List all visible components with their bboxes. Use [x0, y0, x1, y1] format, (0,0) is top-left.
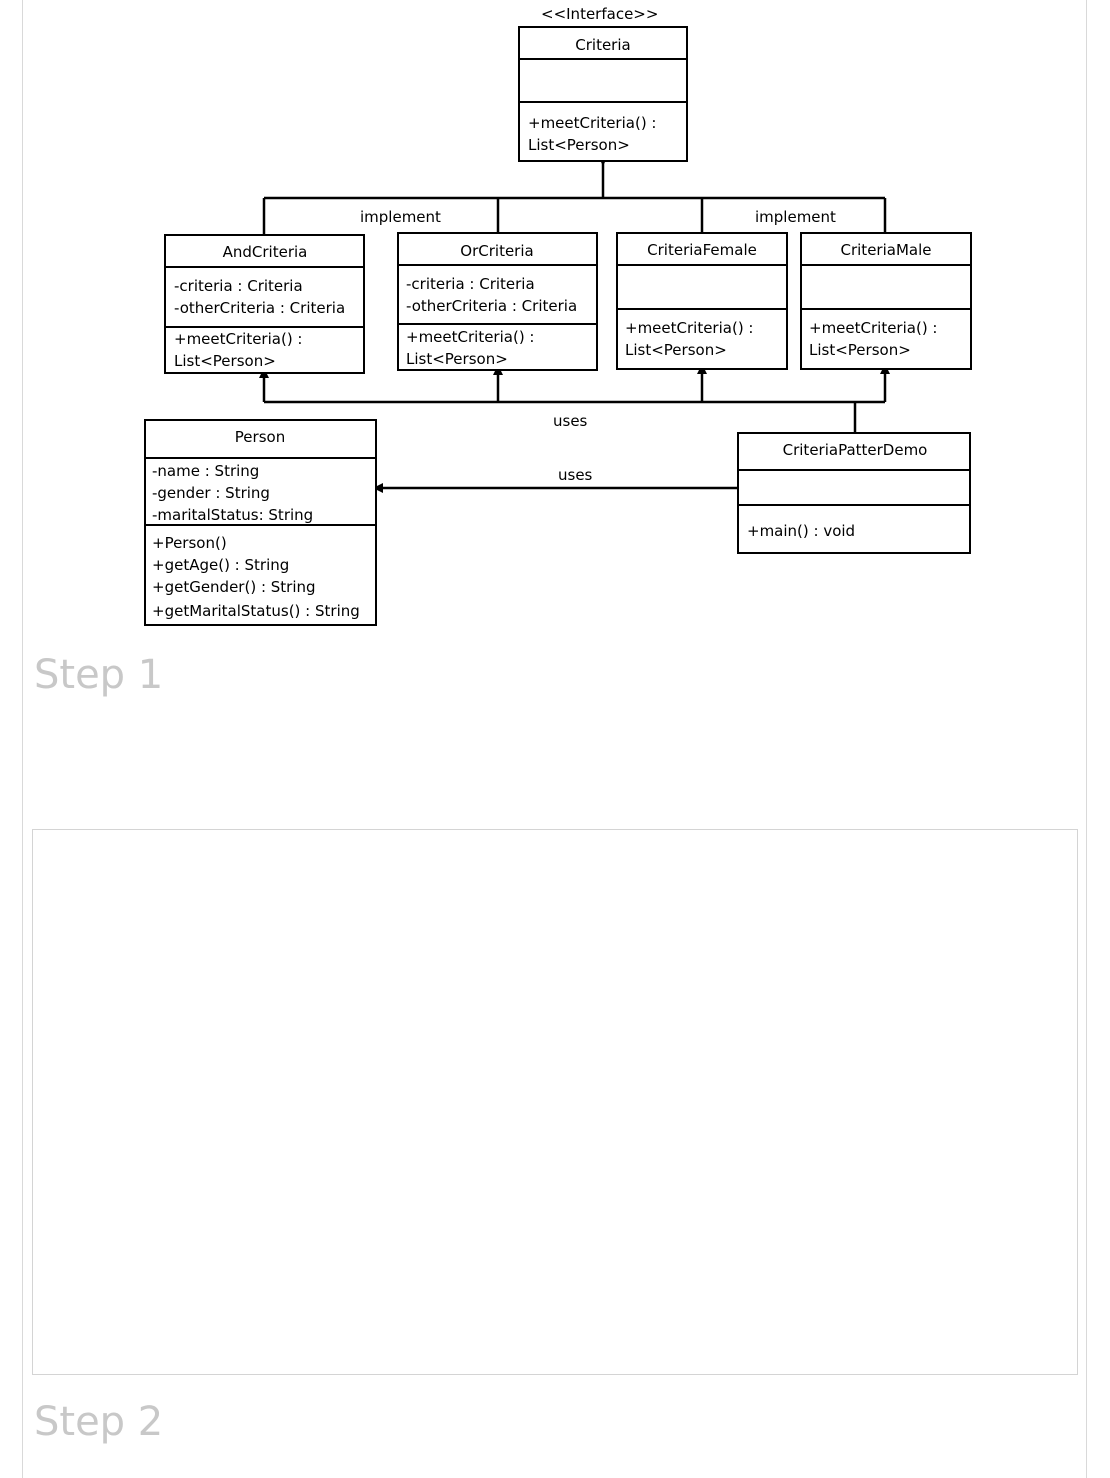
- class-name: CriteriaPatterDemo: [783, 441, 928, 459]
- attribute: -criteria : Criteria: [174, 277, 303, 295]
- method: +Person(): [152, 534, 227, 552]
- method: +meetCriteria() :: [809, 319, 938, 337]
- method: List<Person>: [406, 350, 508, 368]
- method: +main() : void: [747, 522, 855, 540]
- page-frame: [22, 0, 1087, 1478]
- step-2-heading: Step 2: [34, 1399, 164, 1445]
- uml-class-diagram: implement implement uses uses <<Interfac…: [0, 0, 1110, 640]
- method: +meetCriteria() :: [528, 114, 657, 132]
- uses-connectors: [259, 364, 890, 493]
- method: +meetCriteria() :: [174, 330, 303, 348]
- interface-stereotype: <<Interface>>: [541, 5, 658, 23]
- method: +meetCriteria() :: [406, 328, 535, 346]
- class-name: AndCriteria: [223, 243, 308, 261]
- class-criteria-female: CriteriaFemale +meetCriteria() : List<Pe…: [616, 232, 788, 370]
- class-criteria: Criteria +meetCriteria() : List<Person>: [518, 26, 688, 162]
- class-or-criteria: OrCriteria -criteria : Criteria -otherCr…: [397, 232, 598, 371]
- class-name: CriteriaFemale: [647, 241, 757, 259]
- attribute: -maritalStatus: String: [152, 506, 313, 524]
- class-person: Person -name : String -gender : String -…: [144, 419, 377, 626]
- method: +getAge() : String: [152, 556, 289, 574]
- attribute: -gender : String: [152, 484, 270, 502]
- uses-label-top: uses: [553, 412, 588, 430]
- attribute: -otherCriteria : Criteria: [174, 299, 345, 317]
- uses-label-person: uses: [558, 466, 593, 484]
- code-panel: [32, 829, 1078, 1375]
- class-name: CriteriaMale: [841, 241, 932, 259]
- implement-label-left: implement: [360, 208, 441, 226]
- class-name: Person: [235, 428, 285, 446]
- method: +meetCriteria() :: [625, 319, 754, 337]
- method: List<Person>: [809, 341, 911, 359]
- step-1-heading: Step 1: [34, 652, 164, 698]
- implement-connectors: [262, 156, 887, 234]
- method: List<Person>: [625, 341, 727, 359]
- implement-label-right: implement: [755, 208, 836, 226]
- class-name: Criteria: [575, 36, 630, 54]
- method: List<Person>: [528, 136, 630, 154]
- method: List<Person>: [174, 352, 276, 370]
- method: +getMaritalStatus() : String: [152, 602, 360, 620]
- attribute: -name : String: [152, 462, 259, 480]
- class-and-criteria: AndCriteria -criteria : Criteria -otherC…: [164, 234, 365, 374]
- class-criteria-patter-demo: CriteriaPatterDemo +main() : void: [737, 432, 971, 554]
- class-criteria-male: CriteriaMale +meetCriteria() : List<Pers…: [800, 232, 972, 370]
- method: +getGender() : String: [152, 578, 316, 596]
- attribute: -criteria : Criteria: [406, 275, 535, 293]
- class-name: OrCriteria: [460, 242, 533, 260]
- attribute: -otherCriteria : Criteria: [406, 297, 577, 315]
